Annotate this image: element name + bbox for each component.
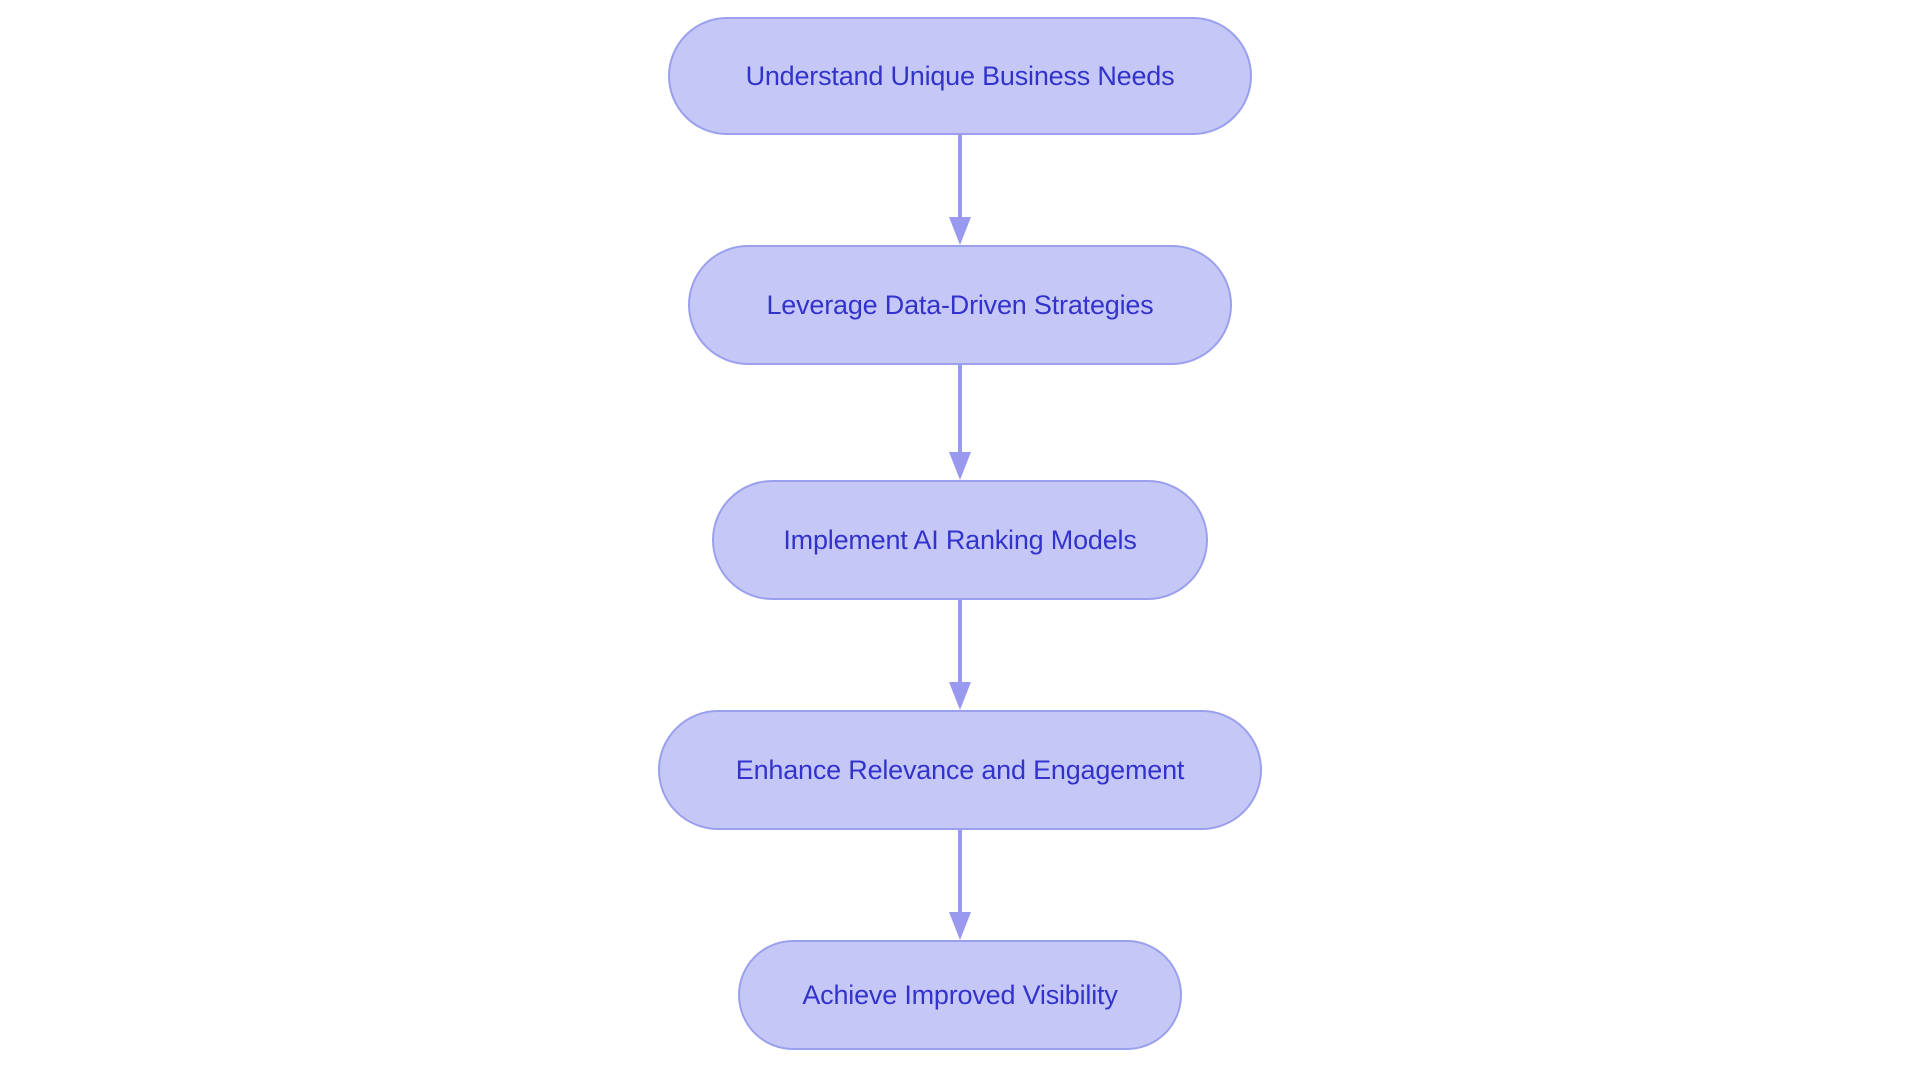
flow-node-enhance-relevance-and-engagement[interactable]: Enhance Relevance and Engagement	[658, 710, 1262, 830]
edge-n3-n4	[949, 600, 971, 710]
edge-n2-n3	[949, 365, 971, 480]
flow-node-label: Achieve Improved Visibility	[802, 979, 1118, 1010]
flow-node-label: Leverage Data-Driven Strategies	[766, 289, 1154, 320]
edge-n4-n5	[949, 830, 971, 940]
flow-node-understand-unique-business-needs[interactable]: Understand Unique Business Needs	[668, 17, 1252, 135]
flow-node-implement-ai-ranking-models[interactable]: Implement AI Ranking Models	[712, 480, 1208, 600]
flow-node-leverage-data-driven-strategies[interactable]: Leverage Data-Driven Strategies	[688, 245, 1232, 365]
flow-node-label: Enhance Relevance and Engagement	[735, 754, 1185, 785]
flow-node-achieve-improved-visibility[interactable]: Achieve Improved Visibility	[738, 940, 1182, 1050]
edge-n1-n2	[949, 135, 971, 245]
flow-node-label: Understand Unique Business Needs	[745, 60, 1175, 91]
flow-node-label: Implement AI Ranking Models	[783, 524, 1137, 555]
